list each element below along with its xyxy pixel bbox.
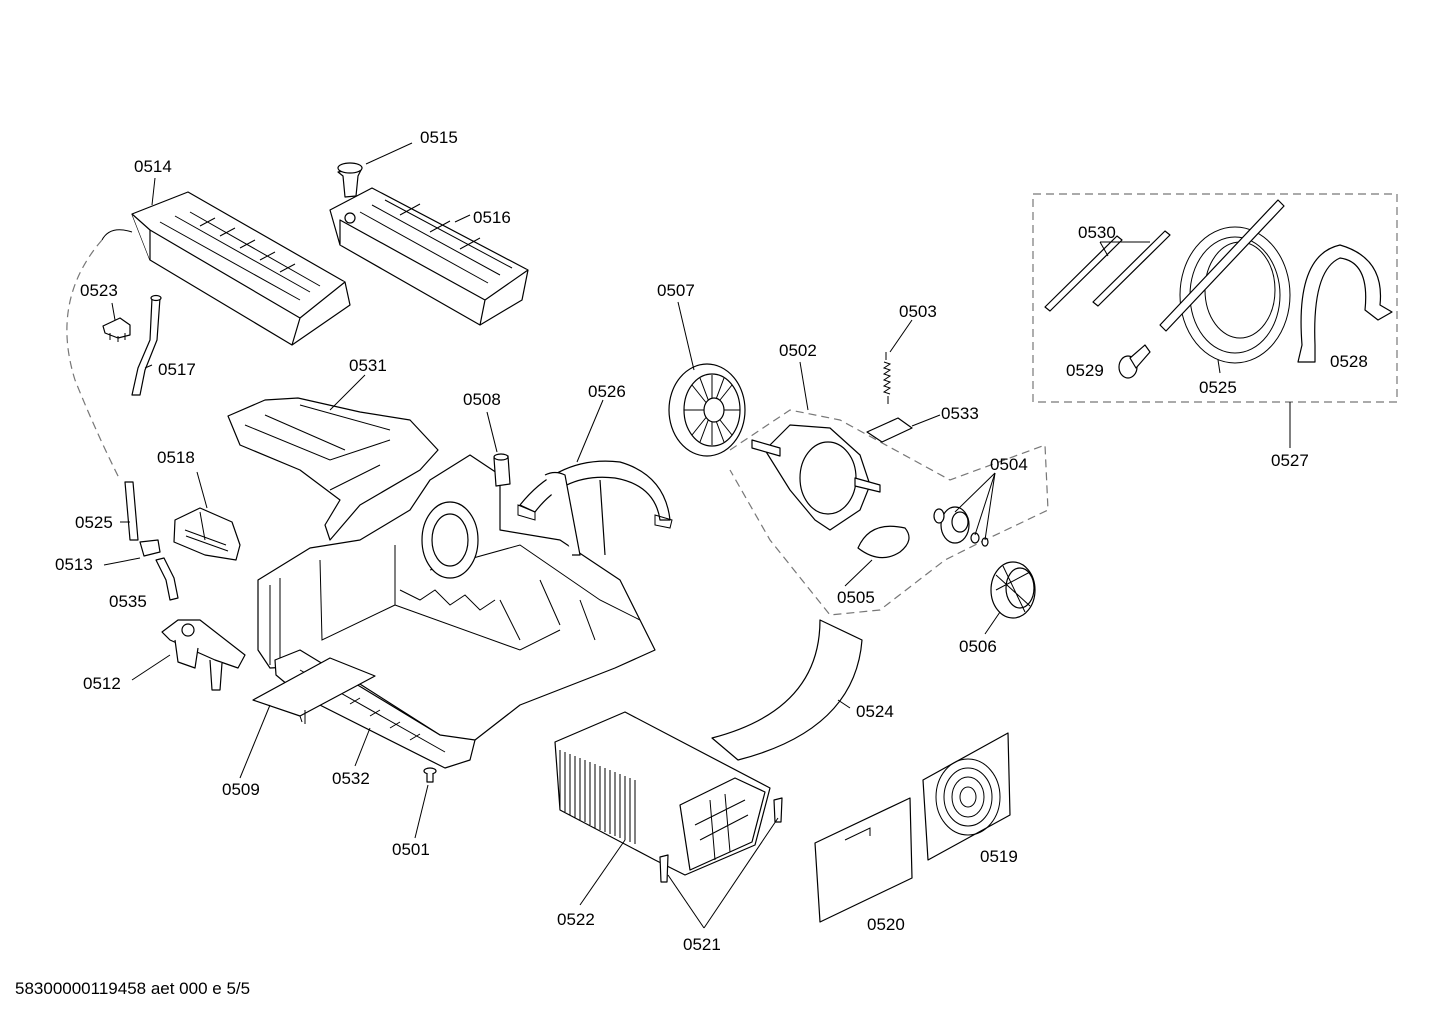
label-0528: 0528 <box>1330 352 1368 371</box>
part-0508-capacitor <box>493 453 511 487</box>
part-0509-flap <box>252 657 376 724</box>
part-0526-drum-support <box>517 460 673 556</box>
part-0517-hose <box>131 294 162 396</box>
part-0531-air-duct <box>227 397 439 541</box>
part-0530-cable-ties <box>1044 230 1171 312</box>
part-0502-motor <box>751 424 881 531</box>
label-0535: 0535 <box>109 592 147 611</box>
part-0533-bracket <box>866 417 913 443</box>
label-0506: 0506 <box>959 637 997 656</box>
label-0517: 0517 <box>158 360 196 379</box>
part-0515-filler-cap <box>337 162 363 198</box>
label-0514: 0514 <box>134 157 172 176</box>
part-0523-clip <box>102 317 131 342</box>
part-0501-screw <box>423 767 437 783</box>
label-0529: 0529 <box>1066 361 1104 380</box>
label-0516: 0516 <box>473 208 511 227</box>
part-0512-pump <box>161 619 246 691</box>
part-0522-condenser <box>554 711 771 876</box>
part-0518-pump-cover <box>173 507 241 561</box>
leader-lines <box>103 142 1291 929</box>
document-footer-code: 58300000119458 aet 000 e 5/5 <box>15 979 251 998</box>
label-0512: 0512 <box>83 674 121 693</box>
label-0507: 0507 <box>657 281 695 300</box>
base-plinth <box>257 454 656 766</box>
part-0507-fan-wheel <box>668 363 746 457</box>
part-0529-plug <box>1118 344 1151 379</box>
label-0513: 0513 <box>55 555 93 574</box>
part-0528-hose-bracket <box>1297 244 1393 363</box>
label-0525-kit: 0525 <box>1199 378 1237 397</box>
part-0520-cover-plate <box>814 797 913 923</box>
label-0509: 0509 <box>222 780 260 799</box>
label-0508: 0508 <box>463 390 501 409</box>
label-0501: 0501 <box>392 840 430 859</box>
label-0521: 0521 <box>683 935 721 954</box>
part-0513-connector <box>139 539 161 557</box>
part-0525-hose-coil <box>1159 199 1291 364</box>
label-0527: 0527 <box>1271 451 1309 470</box>
part-0506-blower-wheel <box>990 561 1036 619</box>
part-0524-seal-strip <box>711 619 863 761</box>
label-0518: 0518 <box>157 448 195 467</box>
label-0526: 0526 <box>588 382 626 401</box>
part-labels: 0514 0515 0516 0523 0517 0531 0508 0526 … <box>55 128 1368 954</box>
part-0516-container-lid <box>329 187 529 326</box>
label-0522: 0522 <box>557 910 595 929</box>
motor-group-outline <box>729 409 1049 616</box>
label-0515: 0515 <box>420 128 458 147</box>
part-0514-water-container <box>101 191 351 346</box>
label-0530: 0530 <box>1078 223 1116 242</box>
label-0532: 0532 <box>332 769 370 788</box>
label-0519: 0519 <box>980 847 1018 866</box>
label-0531: 0531 <box>349 356 387 375</box>
part-0525-drain-hose-path <box>66 239 139 541</box>
accessory-kit-group-box <box>1032 193 1398 403</box>
label-0533: 0533 <box>941 404 979 423</box>
part-0535-short-hose <box>155 557 179 601</box>
label-0524: 0524 <box>856 702 894 721</box>
label-0520: 0520 <box>867 915 905 934</box>
label-0505: 0505 <box>837 588 875 607</box>
label-0523: 0523 <box>80 281 118 300</box>
part-0503-spring <box>882 352 892 404</box>
part-0521-clips <box>659 797 783 883</box>
label-0503: 0503 <box>899 302 937 321</box>
label-0525-left: 0525 <box>75 513 113 532</box>
label-0504: 0504 <box>990 455 1028 474</box>
label-0502: 0502 <box>779 341 817 360</box>
part-0504-pulley-set <box>933 506 989 547</box>
part-0519-grille-cover <box>922 732 1011 861</box>
part-0505-drive-belt <box>857 525 910 559</box>
